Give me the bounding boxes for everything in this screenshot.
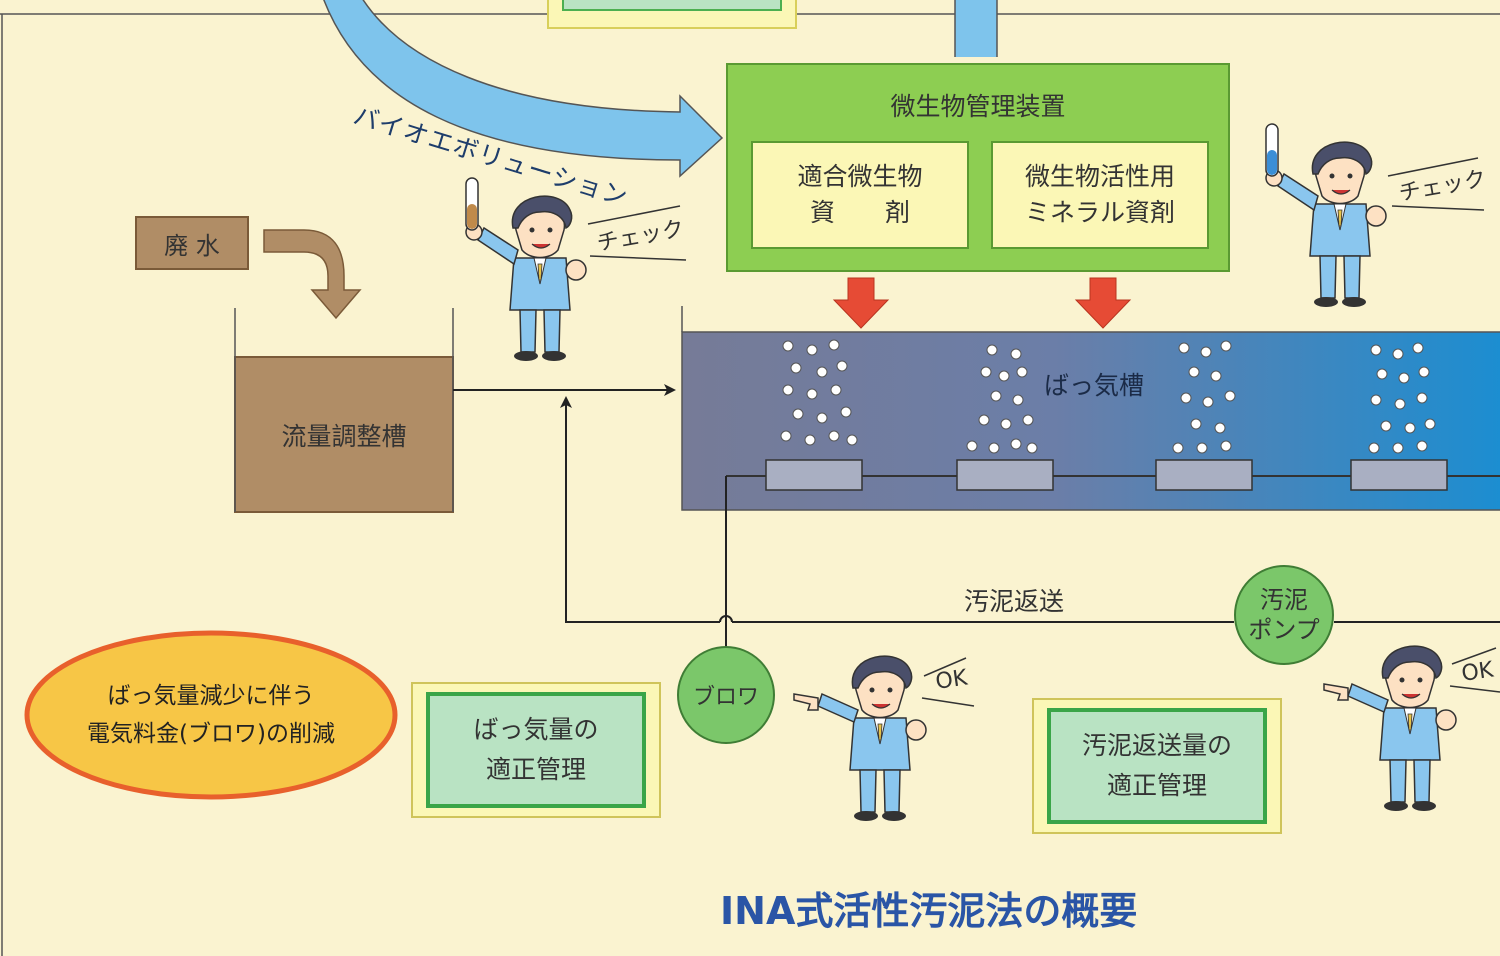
aeration-mgmt-line1: ばっ気量の xyxy=(473,715,599,744)
return-mgmt-box xyxy=(1047,708,1267,824)
savings-label: ばっ気量減少に伴う 電気料金(ブロワ)の削減 xyxy=(27,653,395,777)
top-box-partial-inner xyxy=(562,0,782,11)
blower-label: ブロワ xyxy=(692,685,759,710)
technician-with-test-tube-icon-2 xyxy=(1265,123,1387,308)
top-blue-pipe xyxy=(955,0,997,57)
aeration-mgmt-line2: 適正管理 xyxy=(485,755,586,784)
diagram-title: INA式活性汚泥法の概要 xyxy=(720,889,1138,933)
agent1-line1: 適合微生物 xyxy=(797,162,923,191)
agent2-line2: ミネラル資剤 xyxy=(1024,198,1175,227)
flow-tank xyxy=(234,356,454,513)
air-diffuser-1 xyxy=(765,459,863,491)
sludge-pump-line2: ポンプ xyxy=(1248,616,1320,644)
microbe-device-label: 微生物管理装置 xyxy=(890,92,1066,121)
air-diffuser-2 xyxy=(956,459,1054,491)
agent2-line1: 微生物活性用 xyxy=(1024,162,1175,191)
return-mgmt-line1: 汚泥返送量の xyxy=(1081,731,1232,760)
sludge-pump-label: 汚泥 ポンプ xyxy=(1235,566,1333,664)
bio-evolution-arrow xyxy=(323,0,724,178)
agent1-line2: 資 剤 xyxy=(809,198,910,227)
return-mgmt-label: 汚泥返送量の 適正管理 xyxy=(1049,710,1265,822)
wastewater-arrow xyxy=(263,229,362,320)
technician-pointing-icon xyxy=(793,655,927,822)
aeration-mgmt-box xyxy=(426,692,646,808)
savings-line1: ばっ気量減少に伴う xyxy=(107,683,315,709)
wastewater-box xyxy=(135,216,249,270)
ok-label-1: OK xyxy=(934,665,969,695)
ok-label-2: OK xyxy=(1460,657,1495,687)
return-line-left xyxy=(560,396,720,623)
dose-arrow-2 xyxy=(1074,277,1132,329)
air-bubbles xyxy=(780,339,1436,454)
technician-pointing-icon-2 xyxy=(1323,645,1457,812)
sludge-return-label: 汚泥返送 xyxy=(964,587,1065,616)
return-mgmt-line2: 適正管理 xyxy=(1106,771,1207,800)
aeration-mgmt-label: ばっ気量の 適正管理 xyxy=(428,694,644,806)
flow-tank-label: 流量調整槽 xyxy=(281,422,407,451)
agent1-label: 適合微生物 資 剤 xyxy=(752,142,968,248)
technician-with-test-tube-icon xyxy=(465,177,587,362)
blower xyxy=(677,646,775,744)
wastewater-label: 廃 水 xyxy=(164,231,220,260)
sludge-pump xyxy=(1234,565,1334,665)
aeration-tank-label: ばっ気槽 xyxy=(1044,371,1145,400)
sludge-pump-line1: 汚泥 xyxy=(1260,586,1308,614)
air-diffuser-4 xyxy=(1350,459,1448,491)
dose-arrow-1 xyxy=(832,277,890,329)
agent2-box xyxy=(991,141,1209,249)
savings-line2: 電気料金(ブロワ)の削減 xyxy=(87,721,335,747)
agent1-box xyxy=(751,141,969,249)
agent2-label: 微生物活性用 ミネラル資剤 xyxy=(992,142,1208,248)
savings-ellipse xyxy=(24,630,398,800)
air-diffuser-3 xyxy=(1155,459,1253,491)
